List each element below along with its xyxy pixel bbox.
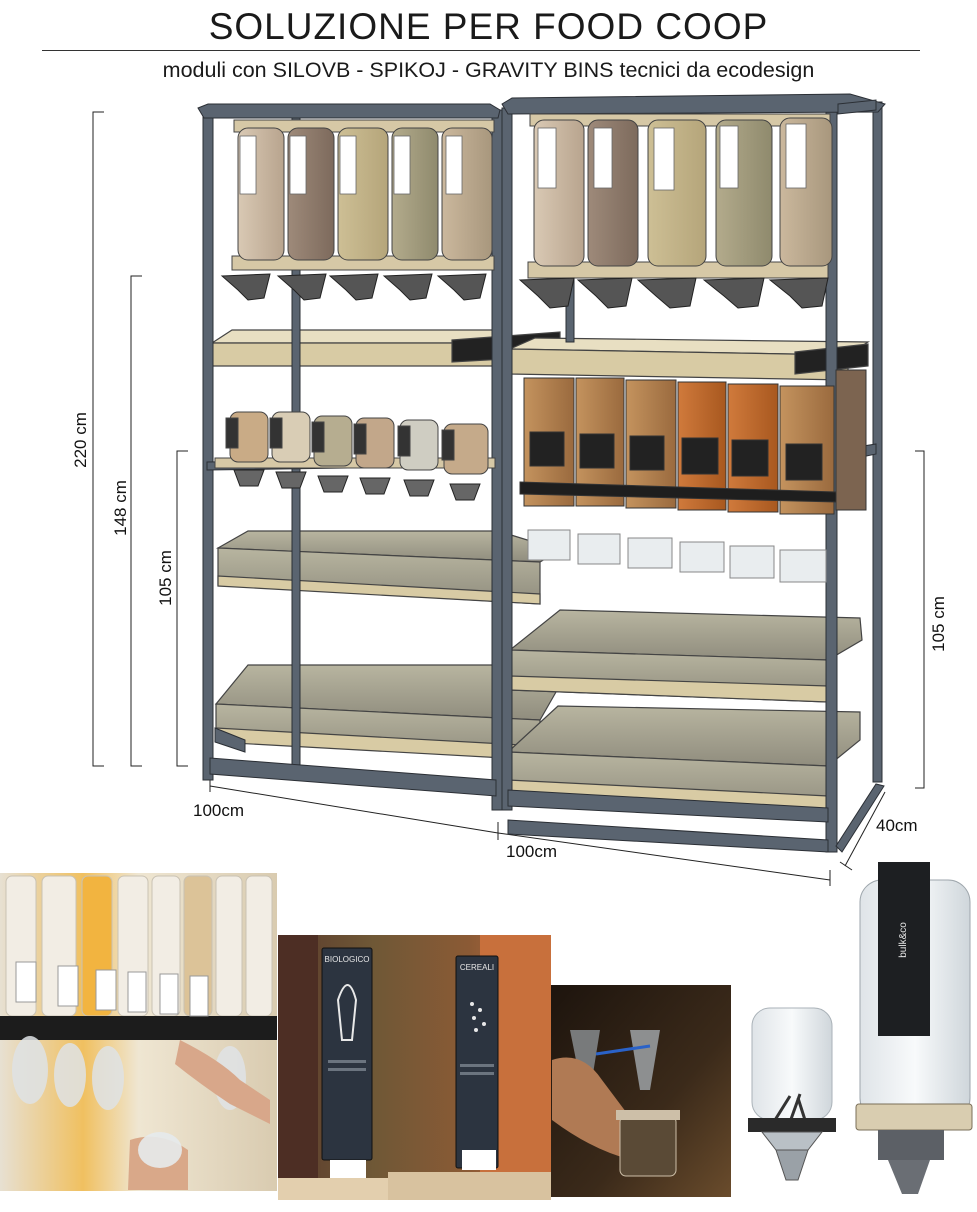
- product-tall-silo: bulk&co: [855, 862, 973, 1194]
- upper-dispensers-right: [518, 113, 833, 309]
- brand-mark: bulk&co: [898, 922, 909, 958]
- product-small-dispenser: [748, 1007, 836, 1181]
- page-title: SOLUZIONE PER FOOD COOP: [208, 6, 769, 47]
- dim-depth: 40cm: [876, 816, 918, 835]
- upper-dispensers-left: [220, 119, 495, 301]
- dim-width-left: 100cm: [193, 801, 244, 820]
- dim-total-height: 220 cm: [71, 412, 90, 468]
- dimension-lines: [92, 111, 925, 886]
- gravity-bins-right: [519, 369, 867, 583]
- dim-mid-height: 148 cm: [111, 480, 130, 536]
- card-right-title: CEREALI: [460, 963, 494, 972]
- dim-lower-height-right: 105 cm: [929, 596, 948, 652]
- page-subtitle: moduli con SILOVB - SPIKOJ - GRAVITY BIN…: [162, 58, 815, 82]
- photo-jar-filling: [551, 985, 731, 1197]
- dim-lower-height-left: 105 cm: [156, 550, 175, 606]
- photo-bins-with-cards: BIOLOGICO CEREALI: [278, 935, 551, 1200]
- dim-width-right: 100cm: [506, 842, 557, 861]
- card-left-title: BIOLOGICO: [325, 955, 370, 964]
- photo-silo-wall: [0, 873, 277, 1191]
- small-dispensers-left: [214, 411, 496, 501]
- title-divider: [42, 50, 920, 51]
